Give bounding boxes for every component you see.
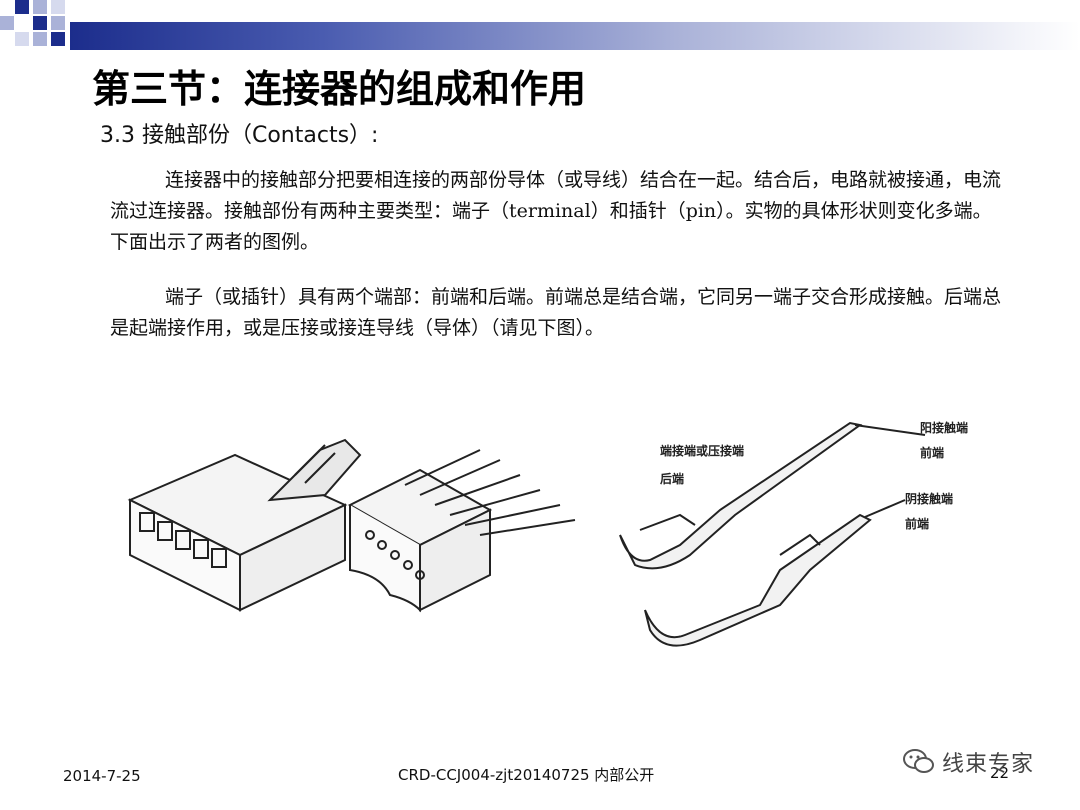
watermark: 线束专家: [902, 744, 1034, 780]
header-decoration: [0, 0, 1080, 60]
housing-drawing: [127, 438, 362, 612]
male-contact-drawing: [619, 421, 926, 570]
connector-illustration: 端接端或压接端 后端 阳接触端 前端 阴接触端 前端: [127, 420, 968, 647]
female-contact-drawing: [644, 499, 906, 647]
wechat-icon: [903, 749, 934, 773]
watermark-label: 线束专家: [942, 752, 1035, 777]
label-female-contact: 阴接触端: [905, 491, 953, 506]
footer-date: 2014-7-25: [63, 767, 141, 785]
label-male-front: 前端: [920, 445, 944, 460]
decorative-squares: [0, 0, 65, 46]
footer-document-code: CRD-CCJ004-zjt20140725 内部公开: [398, 766, 655, 784]
body-paragraph-2: 端子（或插针）具有两个端部：前端和后端。前端总是结合端，它同另一端子交合形成接触…: [110, 286, 1002, 339]
page-number: 22: [990, 764, 1010, 782]
pin-header-drawing: [347, 449, 576, 613]
header-gradient-bar: [70, 22, 1080, 50]
slide-title: 第三节：连接器的组成和作用: [92, 66, 587, 111]
label-male-contact: 阳接触端: [920, 420, 968, 435]
body-paragraph-1: 连接器中的接触部分把要相连接的两部份导体（或导线）结合在一起。结合后，电路就被接…: [110, 169, 1002, 253]
label-female-front: 前端: [905, 516, 929, 531]
label-rear: 后端: [660, 471, 684, 486]
label-termination: 端接端或压接端: [660, 443, 744, 458]
section-subtitle: 3.3 接触部份（Contacts）:: [100, 123, 379, 148]
